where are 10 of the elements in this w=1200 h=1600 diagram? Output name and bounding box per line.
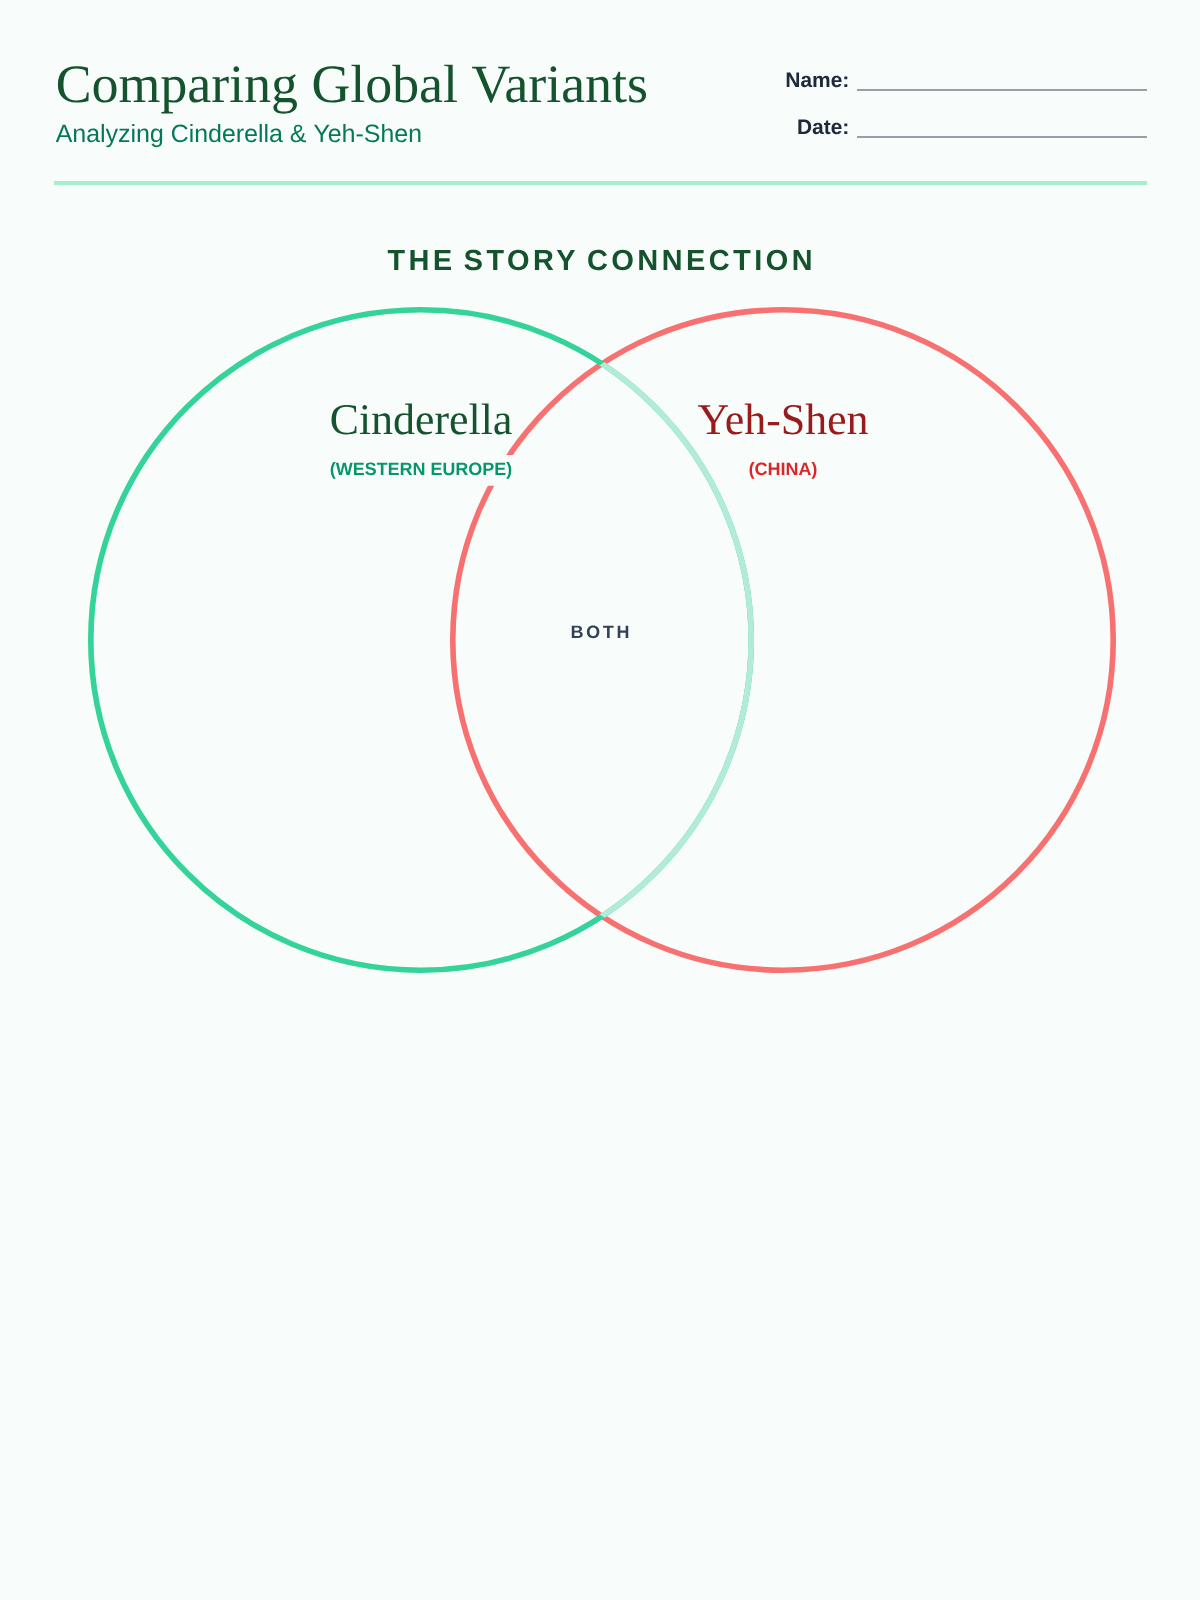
overlap-label: BOTH: [571, 625, 629, 639]
circle-subtitle: (CHINA): [741, 455, 825, 486]
section-heading: THE STORY CONNECTION: [387, 249, 811, 271]
circle-subtitle: (WESTERN EUROPE): [322, 455, 520, 486]
title: Comparing Global Variants: [57, 64, 647, 114]
circle-title: Cinderella: [331, 403, 512, 435]
field-label: Date:: [798, 119, 848, 135]
subtitle: Analyzing Cinderella & Yeh-Shen: [55, 123, 421, 148]
field-label: Name:: [786, 72, 848, 88]
circle-title: Yeh-Shen: [698, 403, 868, 435]
